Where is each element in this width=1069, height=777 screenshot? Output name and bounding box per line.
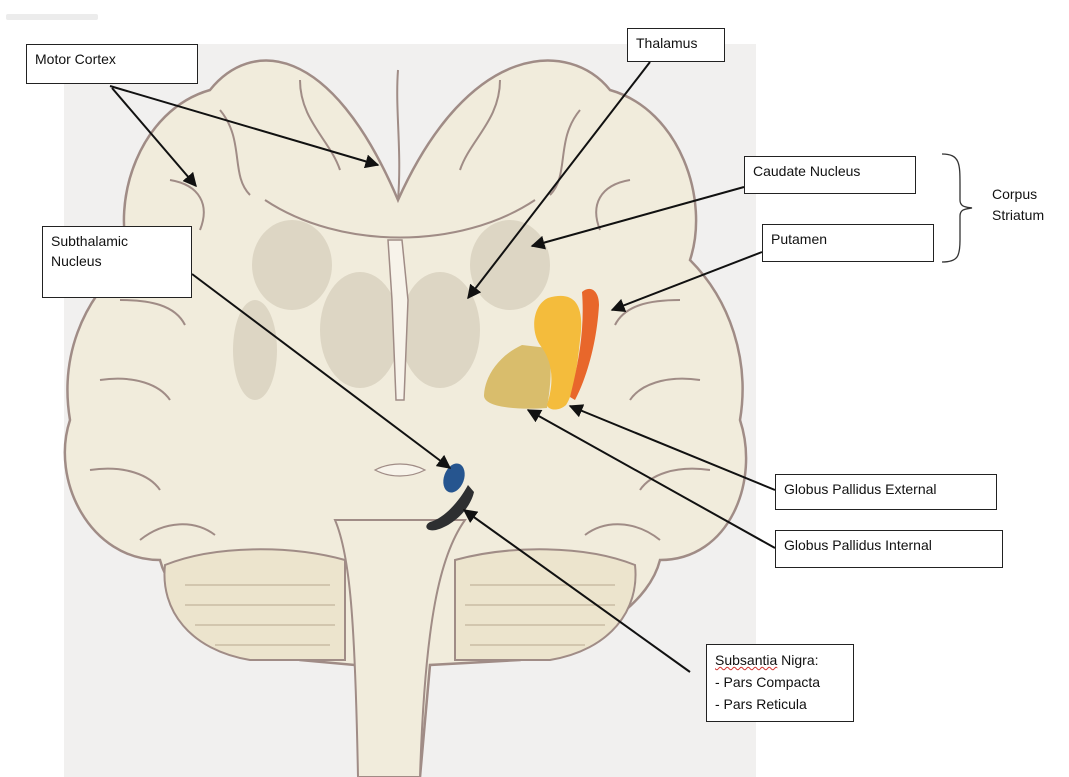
subthalamic-nucleus-label: Subthalamic Nucleus	[42, 226, 192, 298]
caudate-nucleus-text: Caudate Nucleus	[753, 163, 860, 179]
gp-external-text: Globus Pallidus External	[784, 481, 937, 497]
thalamus-label: Thalamus	[627, 28, 725, 62]
substantia-title-rest: Nigra:	[777, 652, 818, 668]
gp-internal-text: Globus Pallidus Internal	[784, 537, 932, 553]
left-thalamus-region	[320, 272, 400, 388]
caudate-nucleus-label: Caudate Nucleus	[744, 156, 916, 194]
substantia-nigra-label: Subsantia Nigra: - Pars Compacta - Pars …	[706, 644, 854, 722]
substantia-nigra-title: Subsantia Nigra:	[715, 649, 845, 671]
subthalamic-line2: Nucleus	[51, 251, 183, 271]
corpus-striatum-line1: Corpus	[992, 184, 1044, 205]
pars-reticula-line: - Pars Reticula	[715, 693, 845, 715]
motor-cortex-text: Motor Cortex	[35, 51, 116, 67]
substantia-word: Subsantia	[715, 652, 777, 668]
corpus-striatum-bracket	[942, 154, 972, 262]
corpus-striatum-label: Corpus Striatum	[992, 184, 1044, 226]
left-caudate-region	[252, 220, 332, 310]
longitudinal-fissure	[397, 70, 399, 200]
putamen-text: Putamen	[771, 231, 827, 247]
motor-cortex-label: Motor Cortex	[26, 44, 198, 84]
thalamus-text: Thalamus	[636, 35, 697, 51]
subthalamic-line1: Subthalamic	[51, 231, 183, 251]
left-lentiform-region	[233, 300, 277, 400]
corpus-striatum-line2: Striatum	[992, 205, 1044, 226]
globus-pallidus-internal-label: Globus Pallidus Internal	[775, 530, 1003, 568]
right-caudate-region	[470, 220, 550, 310]
globus-pallidus-external-label: Globus Pallidus External	[775, 474, 997, 510]
putamen-label: Putamen	[762, 224, 934, 262]
pars-compacta-line: - Pars Compacta	[715, 671, 845, 693]
right-thalamus-region	[400, 272, 480, 388]
